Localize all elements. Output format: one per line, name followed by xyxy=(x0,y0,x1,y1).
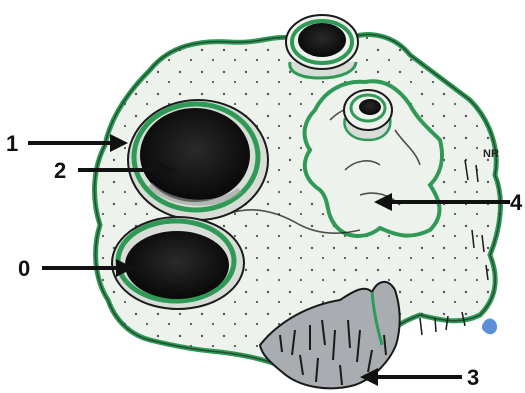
label-4: 4 xyxy=(510,190,523,215)
blue-spot xyxy=(482,319,497,335)
small-vacuole xyxy=(344,90,392,140)
label-0: 0 xyxy=(18,256,30,281)
label-2: 2 xyxy=(54,158,66,183)
label-1: 1 xyxy=(6,131,18,156)
top-bud xyxy=(286,15,358,78)
vacuole-lower xyxy=(112,217,244,309)
label-nr: NR xyxy=(483,148,499,160)
vacuole-upper xyxy=(128,100,268,220)
label-3: 3 xyxy=(467,365,479,390)
